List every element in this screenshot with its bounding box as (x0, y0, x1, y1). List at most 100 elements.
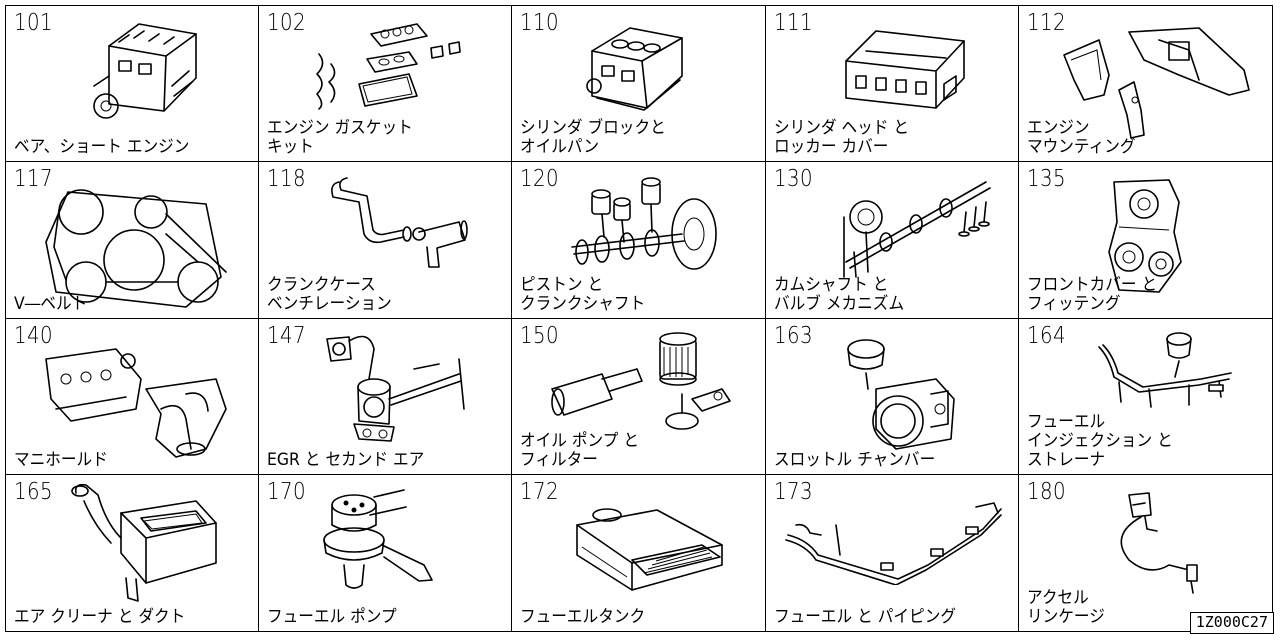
part-group-cell-101[interactable]: 101 ベア、ショート エンジン (6, 6, 260, 163)
part-group-label-line: エンジン ガスケット (267, 118, 413, 139)
part-group-cell-111[interactable]: 111 シリンダ ヘッド とロッカー カバー (765, 6, 1019, 163)
part-group-cell-172[interactable]: 172 フューエルタンク (512, 474, 766, 631)
part-group-label-line: フューエルタンク (520, 607, 646, 627)
part-group-code: 118 (267, 166, 307, 193)
part-group-label: フューエルタンク (520, 608, 645, 627)
part-group-label-line: クランクシャフト (520, 293, 646, 314)
engine-mounting-icon (1019, 6, 1272, 161)
part-group-label-line: ベンチレーション (267, 293, 393, 314)
part-group-code: 170 (267, 478, 307, 505)
part-group-code: 135 (1026, 166, 1066, 193)
part-group-label-line: ピストン と (520, 274, 604, 295)
part-group-cell-164[interactable]: 164 フューエルインジェクション とストレーナ (1018, 318, 1272, 475)
part-group-label-line: フィルター (520, 449, 599, 470)
part-group-code: 120 (520, 166, 560, 193)
part-group-cell-180[interactable]: 180 アクセルリンケージ (1018, 474, 1272, 631)
cylinder-head-icon (766, 6, 1018, 161)
cylinder-block-icon (512, 6, 764, 161)
part-group-code: 163 (773, 322, 813, 349)
part-group-label-line: ベア、ショート エンジン (14, 137, 190, 158)
part-group-code: 172 (520, 478, 560, 505)
part-group-cell-163[interactable]: 163 スロットル チャンバー (765, 318, 1019, 475)
part-group-label-line: シリンダ ヘッド と (773, 118, 909, 139)
part-group-label-line: マニホールド (14, 449, 108, 470)
reference-code: 1Z000C27 (1189, 612, 1274, 634)
part-group-code: 111 (773, 10, 813, 36)
part-group-cell-140[interactable]: 140 マニホールド (6, 318, 260, 475)
front-cover-icon (1019, 162, 1272, 317)
part-group-label: ベア、ショート エンジン (14, 138, 189, 157)
part-group-label-line: カムシャフト と (773, 274, 889, 295)
part-group-code: 110 (520, 10, 560, 36)
v-belt-icon (6, 162, 258, 317)
part-group-label-line: マウンティング (1026, 137, 1136, 158)
part-group-label: ピストン とクランクシャフト (520, 274, 646, 314)
part-group-label-line: ストレーナ (1026, 449, 1105, 470)
part-group-code: 164 (1026, 322, 1066, 349)
part-group-label-line: シリンダ ブロックと (520, 118, 667, 139)
part-group-code: 112 (1026, 10, 1066, 36)
part-group-code: 130 (773, 166, 813, 193)
fuel-injection-icon (1019, 319, 1272, 474)
part-group-label-line: インジェクション と (1026, 430, 1173, 451)
part-group-code: 173 (773, 478, 813, 505)
part-group-label: クランクケースベンチレーション (267, 274, 393, 314)
part-group-label-line: フロントカバー と (1026, 274, 1157, 295)
part-group-label-line: バルブ メカニズム (773, 293, 904, 314)
part-group-cell-130[interactable]: 130 カムシャフト とバルブ メカニズム (765, 162, 1019, 319)
part-group-label-line: EGR と セカンド エア (267, 449, 425, 470)
part-group-cell-110[interactable]: 110 シリンダ ブロックとオイルパン (512, 6, 766, 163)
part-group-label-line: ロッカー カバー (773, 137, 889, 158)
air-cleaner-icon (6, 475, 258, 631)
part-group-cell-135[interactable]: 135 フロントカバー とフィッテング (1018, 162, 1272, 319)
part-group-label: エンジン ガスケットキット (267, 119, 413, 157)
crankcase-ventilation-icon (259, 162, 511, 317)
part-group-code: 140 (14, 322, 54, 349)
part-group-label: スロットル チャンバー (773, 449, 935, 470)
gasket-kit-icon (259, 6, 511, 161)
oil-pump-filter-icon (512, 319, 764, 474)
part-group-label: フロントカバー とフィッテング (1026, 274, 1157, 314)
manifold-icon (6, 319, 258, 474)
part-group-label: フューエル ポンプ (267, 608, 397, 627)
part-group-label-line: スロットル チャンバー (773, 449, 935, 470)
part-group-cell-118[interactable]: 118 クランクケースベンチレーション (259, 162, 513, 319)
part-group-cell-112[interactable]: 112 エンジンマウンティング (1018, 6, 1272, 163)
part-group-label-line: クランクケース (267, 274, 376, 295)
part-group-code: 147 (267, 322, 307, 349)
part-group-label-line: フューエル (1026, 411, 1105, 432)
part-group-label: シリンダ ヘッド とロッカー カバー (774, 119, 909, 157)
egr-valve-icon (259, 319, 511, 474)
part-group-cell-120[interactable]: 120 ピストン とクランクシャフト (512, 162, 766, 319)
part-group-label-line: オイルパン (520, 137, 600, 158)
part-group-label-line: エンジン (1026, 118, 1090, 139)
part-group-cell-170[interactable]: 170 フューエル ポンプ (259, 474, 513, 631)
part-group-label: エンジンマウンティング (1027, 119, 1136, 157)
part-group-label-line: フューエル ポンプ (267, 607, 397, 627)
part-group-label-line: キット (267, 137, 315, 158)
part-group-label: アクセルリンケージ (1027, 589, 1105, 627)
fuel-piping-icon (766, 475, 1018, 631)
part-group-label: オイル ポンプ とフィルター (520, 431, 639, 470)
part-group-code: 180 (1026, 478, 1066, 505)
fuel-tank-icon (512, 475, 764, 631)
accelerator-linkage-icon (1019, 475, 1272, 631)
part-group-label-line: アクセル (1026, 588, 1089, 608)
short-engine-icon (6, 6, 258, 161)
part-group-label-line: エア クリーナ と ダクト (14, 607, 186, 627)
part-group-label: EGR と セカンド エア (267, 449, 425, 470)
throttle-chamber-icon (766, 319, 1018, 474)
part-group-code: 101 (14, 10, 54, 36)
part-group-label: フューエル と パイピング (774, 608, 956, 627)
part-group-label-line: フューエル と パイピング (773, 607, 956, 627)
part-group-label: エア クリーナ と ダクト (14, 608, 185, 627)
part-group-cell-173[interactable]: 173 フューエル と パイピング (765, 474, 1019, 631)
piston-crankshaft-icon (512, 162, 764, 317)
part-group-label-line: V―ベルト (14, 293, 88, 314)
